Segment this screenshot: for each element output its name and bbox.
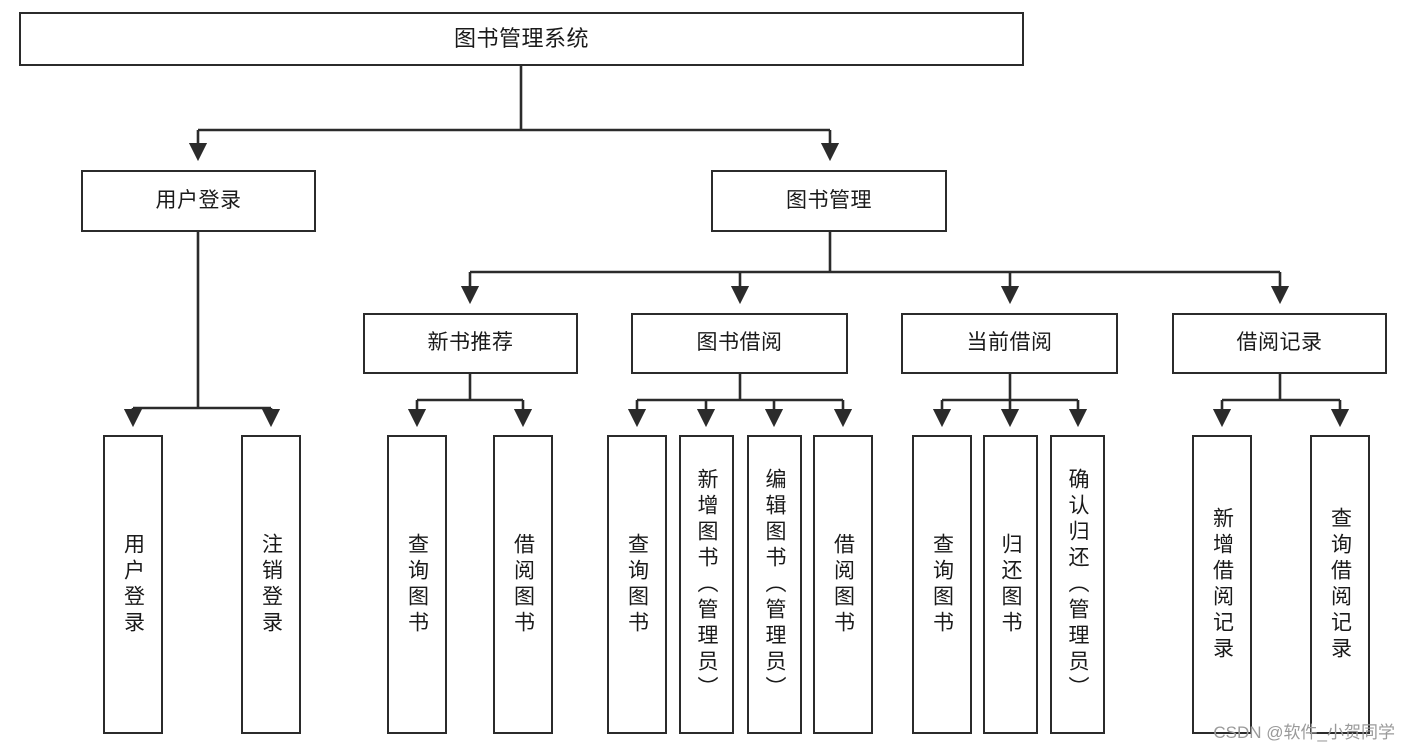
node-book-borrow[interactable]: 图书借阅 [631, 313, 848, 374]
node-label: 新增借阅记录 [1210, 506, 1234, 663]
node-label: 查询图书 [625, 532, 649, 637]
node-label: 确认归还（管理员） [1066, 467, 1089, 702]
node-label: 新书推荐 [427, 331, 514, 355]
node-label: 借阅图书 [511, 532, 535, 637]
node-user-login[interactable]: 用户登录 [81, 170, 316, 232]
node-label: 编辑图书（管理员） [763, 467, 786, 702]
node-label: 查询图书 [405, 532, 429, 637]
leaf-user-login-logout[interactable]: 注销登录 [241, 435, 301, 734]
leaf-current-return-book[interactable]: 归还图书 [983, 435, 1038, 734]
node-new-book-recommend[interactable]: 新书推荐 [363, 313, 578, 374]
node-label: 借阅图书 [831, 532, 855, 637]
node-label: 新增图书（管理员） [695, 467, 718, 702]
leaf-record-add[interactable]: 新增借阅记录 [1192, 435, 1252, 734]
leaf-borrow-borrow-book[interactable]: 借阅图书 [813, 435, 873, 734]
node-label: 注销登录 [259, 532, 283, 637]
node-label: 借阅记录 [1236, 331, 1323, 355]
watermark-text: CSDN @软件_小贺同学 [1213, 723, 1395, 742]
node-label: 图书管理 [786, 188, 872, 212]
node-label: 图书管理系统 [453, 26, 589, 52]
leaf-new-book-borrow[interactable]: 借阅图书 [493, 435, 553, 734]
node-current-borrow[interactable]: 当前借阅 [901, 313, 1118, 374]
node-label: 图书借阅 [696, 331, 783, 355]
leaf-borrow-add-book-admin[interactable]: 新增图书（管理员） [679, 435, 734, 734]
leaf-current-query-book[interactable]: 查询图书 [912, 435, 972, 734]
leaf-user-login-login[interactable]: 用户登录 [103, 435, 163, 734]
leaf-record-query[interactable]: 查询借阅记录 [1310, 435, 1370, 734]
node-label: 查询图书 [930, 532, 954, 637]
node-borrow-record[interactable]: 借阅记录 [1172, 313, 1387, 374]
leaf-current-confirm-return-admin[interactable]: 确认归还（管理员） [1050, 435, 1105, 734]
node-root-system[interactable]: 图书管理系统 [19, 12, 1024, 66]
node-label: 查询借阅记录 [1328, 506, 1352, 663]
node-label: 归还图书 [999, 532, 1022, 637]
node-label: 用户登录 [155, 188, 242, 212]
leaf-borrow-edit-book-admin[interactable]: 编辑图书（管理员） [747, 435, 802, 734]
node-label: 当前借阅 [966, 331, 1053, 355]
node-label: 用户登录 [121, 532, 145, 637]
leaf-borrow-query-book[interactable]: 查询图书 [607, 435, 667, 734]
leaf-new-book-query[interactable]: 查询图书 [387, 435, 447, 734]
node-book-management[interactable]: 图书管理 [711, 170, 947, 232]
